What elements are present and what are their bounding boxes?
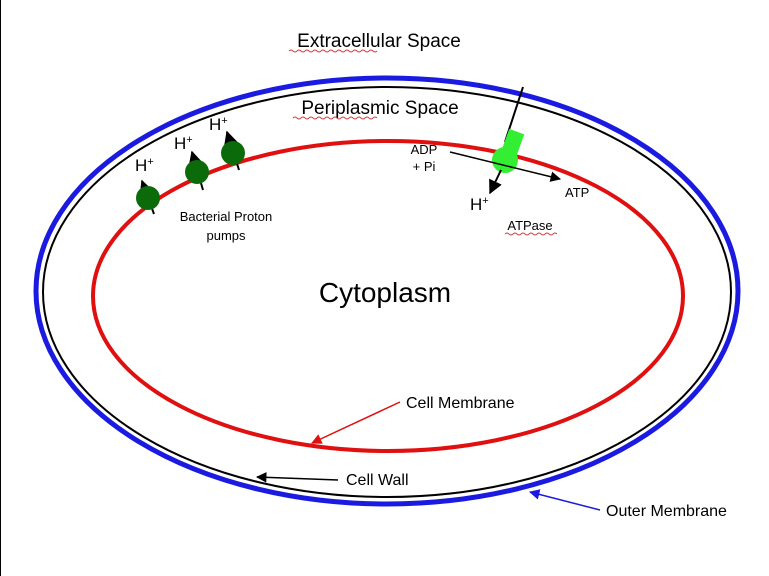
cell-membrane <box>91 139 685 453</box>
proton-pump-2: H+ <box>174 134 209 191</box>
outer-membrane <box>33 75 741 507</box>
proton-pump-circle <box>136 186 160 210</box>
proton-pump-circle <box>185 160 209 184</box>
outer-membrane-label: Outer Membrane <box>606 503 727 520</box>
proton-h-label: H+ <box>135 156 154 175</box>
adp-to-atp-arrow <box>449 151 562 182</box>
cell-wall-arrow <box>255 472 339 483</box>
proton-pump-circle <box>221 141 245 165</box>
proton-h-label: H+ <box>209 115 228 134</box>
adp-label-line2: + Pi <box>413 159 436 174</box>
atpase-proton-label: H+ <box>470 195 489 214</box>
cell-membrane-label: Cell Membrane <box>406 395 515 412</box>
spellcheck-underline <box>292 116 378 120</box>
cell-wall <box>42 86 732 498</box>
outer-membrane-arrow <box>528 489 601 511</box>
proton-pumps-label-line2: pumps <box>206 228 246 243</box>
atpase-label: ATPase <box>507 218 552 233</box>
cell-membrane-arrow <box>311 401 401 444</box>
proton-h-label: H+ <box>174 134 193 153</box>
cell-wall-label: Cell Wall <box>346 472 409 489</box>
atp-label: ATP <box>565 185 589 200</box>
atpase-rotor <box>492 147 518 173</box>
spellcheck-underline <box>504 232 558 236</box>
proton-pump-3: H+ <box>209 115 245 171</box>
proton-pumps-label-line1: Bacterial Proton <box>180 209 273 224</box>
atpase-proton-arrow <box>489 169 502 195</box>
proton-pump-1: H+ <box>135 156 160 215</box>
adp-label-line1: ADP <box>411 142 438 157</box>
spellcheck-underline <box>288 49 378 53</box>
extracellular-space-label: Extracellular Space <box>297 31 461 52</box>
cytoplasm-label: Cytoplasm <box>319 277 451 308</box>
periplasmic-space-label: Periplasmic Space <box>301 98 458 119</box>
atpase <box>449 86 562 195</box>
